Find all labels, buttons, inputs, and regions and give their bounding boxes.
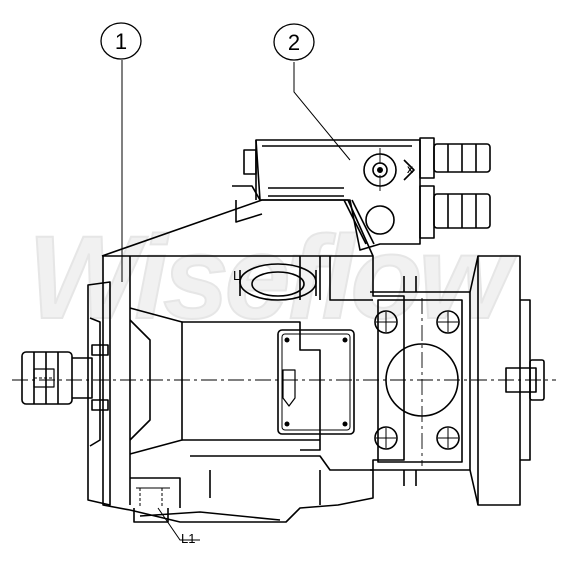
callout-2: 2 bbox=[273, 23, 315, 61]
port-l bbox=[239, 263, 317, 301]
drive-shaft bbox=[21, 351, 93, 405]
callout-1-text: 1 bbox=[115, 29, 127, 54]
port-l1 bbox=[133, 487, 170, 523]
leader-l1 bbox=[157, 507, 200, 541]
watermark: Wiseflow bbox=[28, 212, 518, 344]
control-valve bbox=[101, 137, 491, 257]
callout-2-text: 2 bbox=[288, 30, 300, 55]
cover-plate bbox=[277, 329, 355, 435]
pump-outline bbox=[21, 137, 545, 523]
leader-2 bbox=[293, 62, 351, 161]
cover-screws bbox=[284, 167, 383, 427]
port-x-label: X bbox=[407, 165, 413, 175]
callout-1: 1 bbox=[100, 22, 142, 60]
leader-lines bbox=[121, 60, 351, 541]
port-l-label: L bbox=[233, 268, 240, 283]
port-l1-label: L1 bbox=[181, 531, 195, 546]
bolts bbox=[374, 310, 460, 450]
centerlines bbox=[12, 148, 556, 466]
